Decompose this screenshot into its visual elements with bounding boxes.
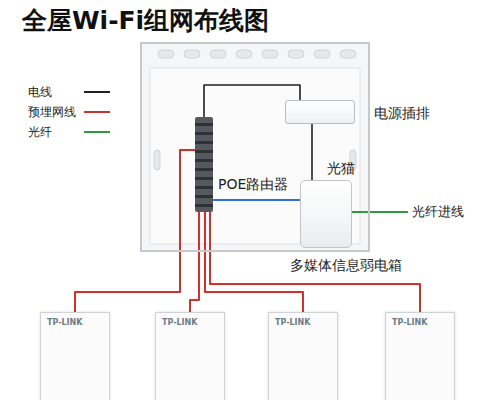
power-cable — [311, 124, 313, 180]
ethernet-cable — [190, 212, 199, 312]
knockout-holes — [154, 50, 356, 170]
wall-ap-panel: TP-LINK — [385, 312, 455, 400]
node-label: 电源插排 — [374, 104, 430, 122]
wall-ap-panel: TP-LINK — [268, 312, 338, 400]
weak-current-box: 多媒体信息弱电箱电源插排POE路由器光猫 — [140, 42, 370, 252]
legend-sample-red — [84, 111, 110, 113]
node-label: POE路由器 — [218, 175, 288, 193]
wall-ap-panel: TP-LINK — [40, 312, 110, 400]
legend-sample-green — [84, 131, 110, 133]
legend-sample-black — [84, 91, 110, 93]
ethernet-cable — [75, 150, 195, 312]
node-label: 多媒体信息弱电箱 — [290, 256, 402, 274]
diagram-title: 全屋Wi-Fi组网布线图 — [22, 6, 269, 36]
wall-ap-panel: TP-LINK — [155, 312, 225, 400]
ethernet-cable — [205, 212, 303, 312]
power-strip: 电源插排 — [285, 100, 355, 124]
legend-text: 电线 — [28, 84, 52, 100]
legend-text: 光纤 — [28, 124, 52, 140]
fiber-line — [352, 211, 408, 213]
legend-text: 预埋网线 — [28, 104, 76, 120]
node-label: TP-LINK — [47, 318, 82, 328]
node-label: 光猫 — [327, 159, 355, 177]
node-label: TP-LINK — [392, 318, 427, 328]
patch-cable — [213, 199, 300, 201]
optical-modem: 光猫 — [300, 180, 352, 248]
callout-label: 光纤进线 — [412, 204, 464, 220]
node-label: TP-LINK — [162, 318, 197, 328]
enclosure-fill — [140, 42, 370, 252]
poe-router: POE路由器 — [195, 117, 213, 212]
node-label: TP-LINK — [275, 318, 310, 328]
